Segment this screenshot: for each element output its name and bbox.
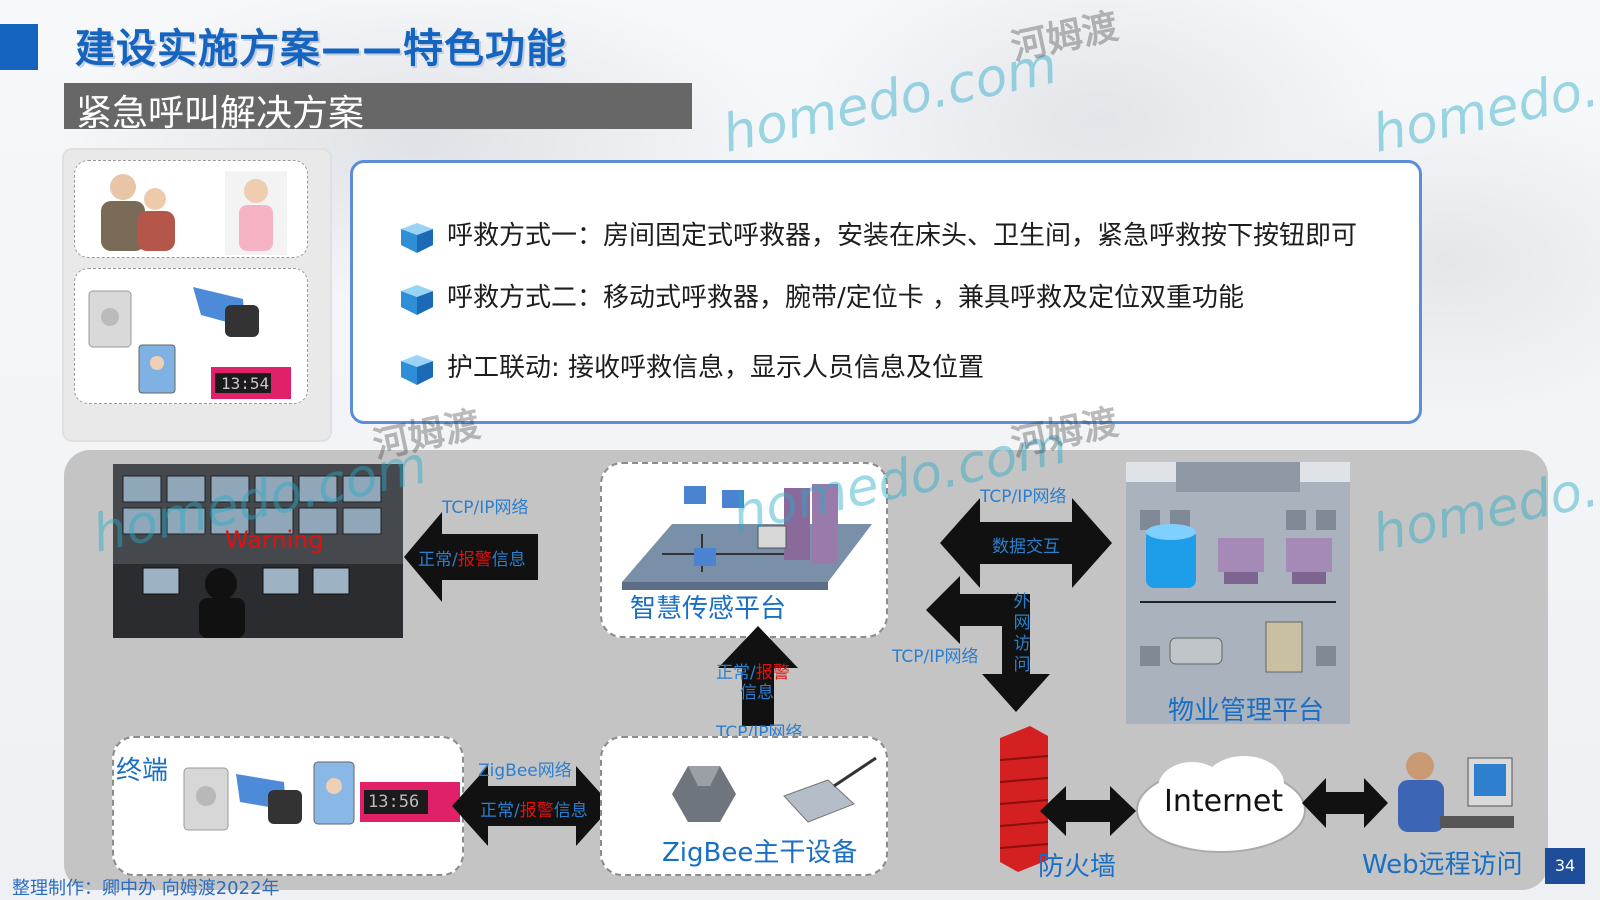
terminal-label: 终端 (116, 756, 169, 786)
firewall-label: 防火墙 (1038, 852, 1117, 882)
elderly-and-nurse-illustration (101, 171, 287, 255)
zigbee-label: ZigBee主干设备 (662, 838, 858, 868)
internet-cloud-icon (1136, 756, 1306, 853)
title-accent-bar (0, 24, 38, 70)
internet-label: Internet (1164, 784, 1284, 819)
feature-text-2: 呼救方式二：移动式呼救器，腕带/定位卡 ，兼具呼救及定位双重功能 (447, 283, 1245, 313)
web-access-label: Web远程访问 (1362, 850, 1523, 880)
zigbee-device-illustration (672, 756, 877, 823)
subtitle-band (64, 83, 692, 129)
feature-list-box: 呼救方式一：房间固定式呼救器，安装在床头、卫生间，紧急呼救按下按钮即可 呼救方式… (350, 160, 1422, 424)
monitoring-room-image: Warning (113, 464, 403, 638)
arrow-up-info-label: 正常/报警 (716, 663, 790, 683)
clock-display-bottom: 13:56 (368, 792, 420, 812)
footer-credit: 整理制作：卿中办 向姆渡2022年 (12, 878, 280, 899)
feature-text-3: 护工联动: 接收呼救信息，显示人员信息及位置 (447, 353, 985, 383)
blue-cube-icon (401, 222, 433, 253)
building-servers-illustration (1126, 462, 1350, 724)
monitor-wall-illustration (113, 464, 403, 638)
arrow-firewall-internet (1040, 786, 1136, 836)
arrow-right-exchange-label: 数据交互 (992, 537, 1060, 557)
feature-item-1: 呼救方式一：房间固定式呼救器，安装在床头、卫生间，紧急呼救按下按钮即可 (397, 215, 1357, 255)
terminal-box: 终端 13:56 (112, 736, 464, 876)
call-devices-illustration (88, 287, 291, 399)
network-platform-icon (622, 484, 872, 590)
firewall-icon (1000, 726, 1048, 872)
device-photo-panel: 13:54 (62, 148, 332, 442)
page-number: 34 (1545, 848, 1585, 884)
property-management-platform: 物业管理平台 (1126, 462, 1350, 726)
web-remote-user-illustration (1398, 752, 1514, 832)
arrow-right-network-label: TCP/IP网络 (980, 487, 1067, 507)
feature-item-3: 护工联动: 接收呼救信息，显示人员信息及位置 (397, 347, 984, 387)
arrow-external-access-label: 外网访问 (1013, 592, 1031, 675)
arrow-internet-web (1302, 778, 1388, 828)
arrow-left-network-label: TCP/IP网络 (442, 498, 529, 518)
smart-sensor-platform-box: 智慧传感平台 (600, 462, 888, 638)
arrow-bottom-info-label: 正常/报警信息 (480, 801, 588, 821)
feature-item-2: 呼救方式二：移动式呼救器，腕带/定位卡 ，兼具呼救及定位双重功能 (397, 277, 1244, 317)
arrow-bottom-network-label: ZigBee网络 (478, 761, 572, 781)
zigbee-backbone-box: ZigBee主干设备 (600, 736, 888, 876)
call-device-photo-card: 13:54 (74, 268, 308, 404)
blue-cube-icon (401, 284, 433, 315)
page-title: 建设实施方案——特色功能 (75, 26, 567, 72)
people-photo-card (74, 160, 308, 258)
property-platform-label: 物业管理平台 (1168, 696, 1325, 726)
clock-display-top: 13:54 (221, 374, 270, 393)
warning-text: Warning (225, 526, 324, 554)
feature-text-1: 呼救方式一：房间固定式呼救器，安装在床头、卫生间，紧急呼救按下按钮即可 (447, 221, 1358, 251)
terminal-devices-illustration (183, 761, 460, 831)
arrow-up-info-label-2: 信息 (740, 683, 774, 703)
arrow-zigbee-to-platform (718, 626, 798, 726)
arrow-data-exchange (940, 498, 1112, 588)
arrow-to-monitor (404, 512, 538, 602)
subtitle: 紧急呼叫解决方案 (76, 93, 365, 134)
arrow-external-network-label: TCP/IP网络 (892, 647, 979, 667)
arrow-terminal-zigbee (452, 766, 612, 846)
blue-cube-icon (401, 354, 433, 385)
platform-label: 智慧传感平台 (630, 594, 787, 624)
arrow-left-info-label: 正常/报警信息 (418, 550, 526, 570)
arrow-external-access (926, 576, 1050, 712)
